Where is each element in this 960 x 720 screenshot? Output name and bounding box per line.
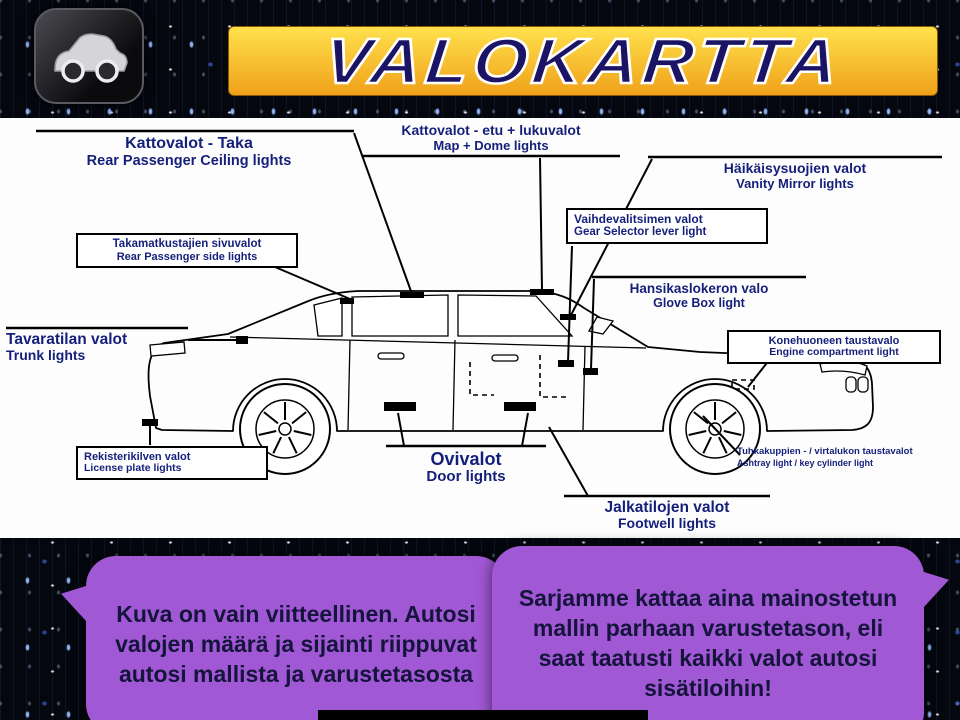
page-title: VALOKARTTA xyxy=(319,24,846,99)
promo-bubble: Sarjamme kattaa aina mainostetun mallin … xyxy=(492,546,924,720)
title-banner: VALOKARTTA xyxy=(228,24,938,99)
logo-car-icon xyxy=(54,33,128,83)
label-license-plate: Rekisterikilven valot License plate ligh… xyxy=(76,446,268,481)
label-ashtray-key: Tuhkakuppien - / virtalukon taustavalot … xyxy=(737,446,933,468)
label-footwell-lights: Jalkatilojen valot Footwell lights xyxy=(566,499,768,532)
label-fi: Tavaratilan valot xyxy=(6,331,128,348)
label-ceiling-front: Kattovalot - etu + lukuvalot Map + Dome … xyxy=(360,122,622,153)
bottom-bar xyxy=(318,710,648,720)
label-vanity-mirror: Häikäisysuojien valot Vanity Mirror ligh… xyxy=(650,160,940,191)
brand-logo xyxy=(34,8,144,104)
label-fi: Hansikaslokeron valo xyxy=(629,281,769,296)
label-ceiling-rear: Kattovalot - Taka Rear Passenger Ceiling… xyxy=(28,135,350,169)
promo-text: Sarjamme kattaa aina mainostetun mallin … xyxy=(518,585,898,701)
label-en: Glove Box light xyxy=(653,296,745,311)
label-en: Map + Dome lights xyxy=(433,137,549,153)
label-trunk-lights: Tavaratilan valot Trunk lights xyxy=(6,331,186,364)
label-en: Trunk lights xyxy=(6,347,86,364)
label-en: Door lights xyxy=(426,468,506,486)
label-en: Footwell lights xyxy=(618,515,716,532)
disclaimer-text: Kuva on vain viitteellinen. Autosi valoj… xyxy=(115,601,477,687)
label-en: Engine compartment light xyxy=(769,346,899,359)
label-fi: Rekisterikilven valot xyxy=(84,451,191,463)
label-fi: Kattovalot - Taka xyxy=(125,135,253,152)
label-door-lights: Ovivalot Door lights xyxy=(388,449,544,486)
label-en: Ashtray light / key cylinder light xyxy=(737,457,874,468)
disclaimer-bubble: Kuva on vain viitteellinen. Autosi valoj… xyxy=(86,556,506,720)
label-fi: Jalkatilojen valot xyxy=(604,499,730,516)
label-fi: Kattovalot - etu + lukuvalot xyxy=(401,122,581,138)
label-fi: Vaihdevalitsimen valot xyxy=(574,212,703,226)
label-fi: Häikäisysuojien valot xyxy=(723,160,867,176)
label-glove-box: Hansikaslokeron valo Glove Box light xyxy=(594,281,804,310)
label-en: Rear Passenger side lights xyxy=(116,250,258,263)
label-fi: Tuhkakuppien - / virtalukon taustavalot xyxy=(737,446,913,457)
label-en: Rear Passenger Ceiling lights xyxy=(86,152,292,169)
label-gear-selector: Vaihdevalitsimen valot Gear Selector lev… xyxy=(566,208,768,245)
label-rear-side-lights: Takamatkustajien sivuvalot Rear Passenge… xyxy=(76,233,298,269)
label-engine-compartment: Konehuoneen taustavalo Engine compartmen… xyxy=(727,330,941,365)
label-fi: Ovivalot xyxy=(430,449,502,469)
label-en: License plate lights xyxy=(84,462,182,475)
label-en: Vanity Mirror lights xyxy=(736,175,854,191)
label-fi: Takamatkustajien sivuvalot xyxy=(112,238,262,250)
label-en: Gear Selector lever light xyxy=(574,226,707,239)
